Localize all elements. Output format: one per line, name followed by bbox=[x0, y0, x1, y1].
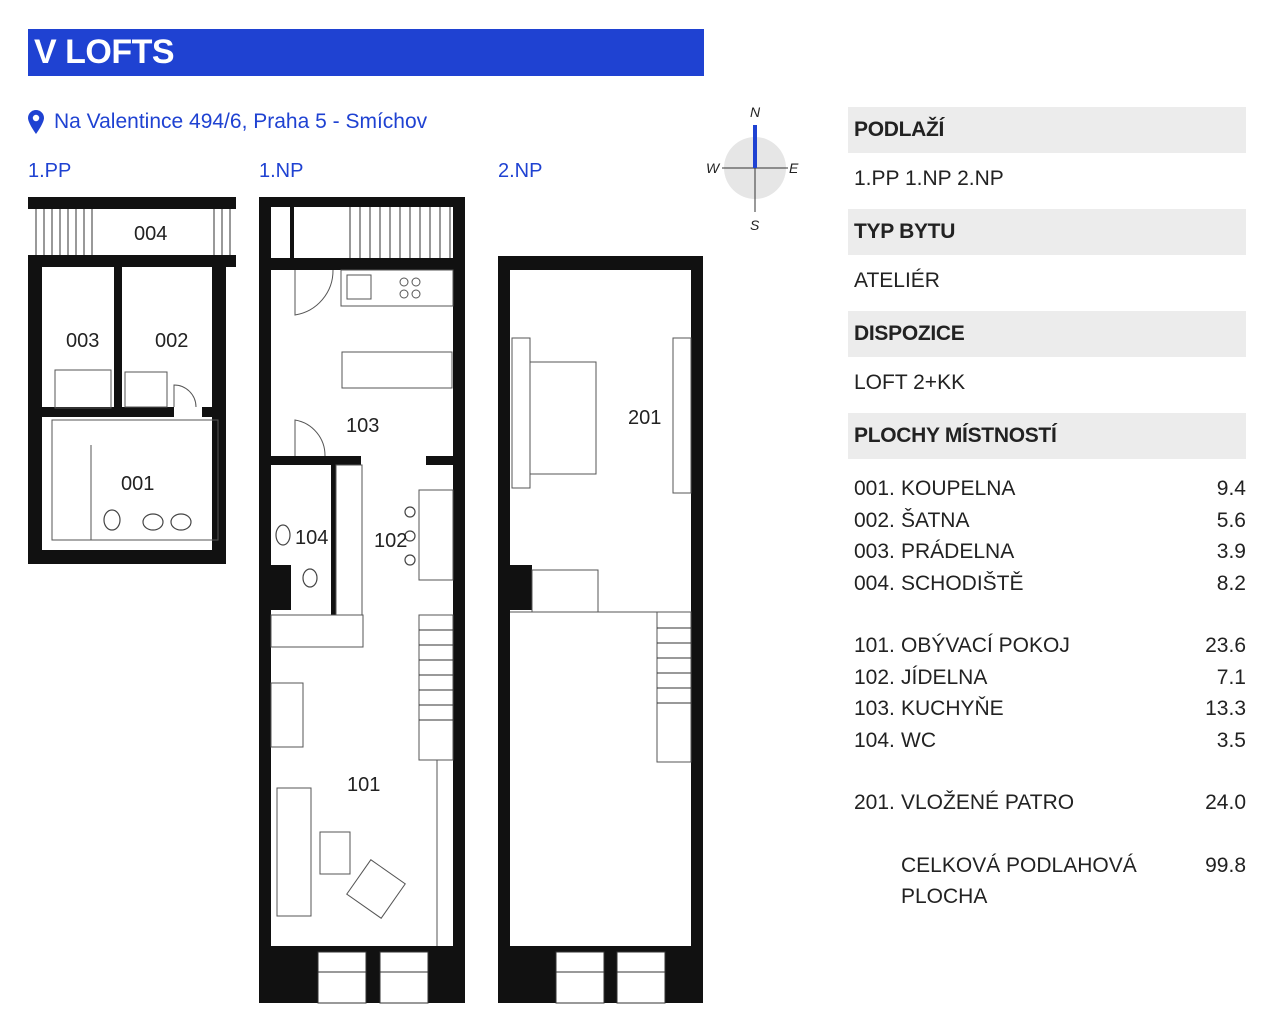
layout-header: DISPOZICE bbox=[848, 311, 1246, 357]
location-pin-icon bbox=[28, 110, 44, 134]
room-label-002: 002 bbox=[155, 330, 188, 352]
room-label-004: 004 bbox=[134, 223, 167, 245]
areas-header: PLOCHY MÍSTNOSTÍ bbox=[848, 413, 1246, 459]
floors-header: PODLAŽÍ bbox=[848, 107, 1246, 153]
compass-w: W bbox=[706, 160, 721, 176]
layout-value: LOFT 2+KK bbox=[854, 371, 966, 394]
room-label-003: 003 bbox=[66, 330, 99, 352]
page-title: V LOFTS bbox=[28, 29, 704, 76]
room-label-201: 201 bbox=[628, 407, 661, 429]
type-header: TYP BYTU bbox=[848, 209, 1246, 255]
room-label-101: 101 bbox=[347, 774, 380, 796]
floorplan-1pp: 004 003 002 001 bbox=[28, 197, 236, 564]
floor-label-1np: 1.NP bbox=[259, 160, 304, 182]
floor-label-2np: 2.NP bbox=[498, 160, 543, 182]
compass-e: E bbox=[789, 160, 799, 176]
compass-icon: N S E W bbox=[706, 104, 799, 233]
address-text: Na Valentince 494/6, Praha 5 - Smíchov bbox=[54, 110, 428, 133]
floor-label-1pp: 1.PP bbox=[28, 160, 72, 182]
room-label-103: 103 bbox=[346, 415, 379, 437]
floorplan-2np: 201 bbox=[498, 256, 703, 1004]
compass-n: N bbox=[750, 104, 761, 120]
room-label-104: 104 bbox=[295, 527, 328, 549]
floorplan-1np: 103 104 102 101 bbox=[259, 197, 465, 1004]
type-value: ATELIÉR bbox=[854, 269, 940, 292]
room-label-102: 102 bbox=[374, 530, 407, 552]
info-panel: PODLAŽÍ 1.PP 1.NP 2.NP TYP BYTU ATELIÉR … bbox=[848, 107, 1246, 909]
room-label-001: 001 bbox=[121, 473, 154, 495]
address: Na Valentince 494/6, Praha 5 - Smíchov bbox=[28, 107, 427, 137]
compass-s: S bbox=[750, 217, 760, 233]
floors-value: 1.PP 1.NP 2.NP bbox=[854, 167, 1004, 190]
